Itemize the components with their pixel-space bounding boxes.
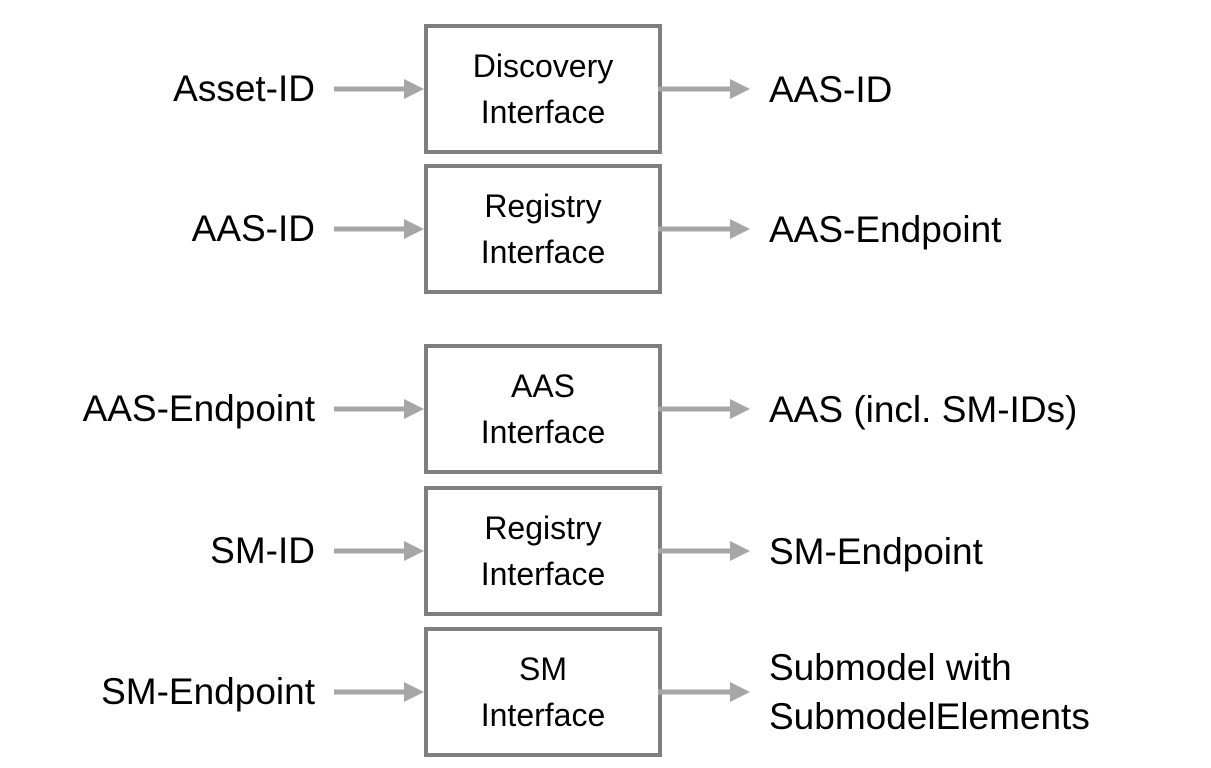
- interface-suffix: Interface: [480, 697, 606, 733]
- output-label: AAS (incl. SM-IDs): [769, 388, 1078, 430]
- flow-row-aas-registry: AAS-ID Registry Interface AAS-Endpoint: [0, 164, 1211, 294]
- input-label: Asset-ID: [173, 68, 315, 109]
- arrow-right-icon: [334, 79, 424, 99]
- interface-name: Registry: [484, 188, 602, 224]
- flow-row-discovery: Asset-ID Discovery Interface AAS-ID: [0, 24, 1211, 154]
- interface-box-aas: AAS Interface: [424, 344, 662, 474]
- arrow-right-icon: [658, 219, 750, 239]
- interface-box-registry: Registry Interface: [424, 486, 662, 616]
- output-label: Submodel with SubmodelElements: [769, 647, 1090, 737]
- arrow-right-icon: [658, 79, 750, 99]
- arrow-right-icon: [658, 399, 750, 419]
- interface-name: AAS: [510, 368, 576, 404]
- interface-box-discovery: Discovery Interface: [424, 24, 662, 154]
- arrow-right-icon: [658, 541, 750, 561]
- input-label: SM-ID: [210, 530, 315, 571]
- flow-row-sm: SM-Endpoint SM Interface Submodel with S…: [0, 627, 1211, 757]
- interface-name: SM: [519, 651, 567, 687]
- arrow-right-icon: [658, 682, 750, 702]
- interface-box-sm: SM Interface: [424, 627, 662, 757]
- interface-box-registry: Registry Interface: [424, 164, 662, 294]
- input-label: SM-Endpoint: [101, 671, 315, 712]
- output-label: AAS-ID: [769, 68, 893, 110]
- interface-name: Discovery: [472, 48, 614, 84]
- arrow-right-icon: [334, 219, 424, 239]
- output-label: AAS-Endpoint: [769, 208, 1002, 250]
- interface-suffix: Interface: [480, 414, 606, 450]
- flow-row-sm-registry: SM-ID Registry Interface SM-Endpoint: [0, 486, 1211, 616]
- input-label: AAS-ID: [191, 208, 315, 249]
- interface-suffix: Interface: [480, 94, 606, 130]
- arrow-right-icon: [334, 399, 424, 419]
- flow-row-aas: AAS-Endpoint AAS Interface AAS (incl. SM…: [0, 344, 1211, 474]
- input-label: AAS-Endpoint: [82, 388, 315, 429]
- output-label: SM-Endpoint: [769, 530, 983, 572]
- interface-suffix: Interface: [480, 234, 606, 270]
- interface-suffix: Interface: [480, 556, 606, 592]
- interface-name: Registry: [484, 510, 602, 546]
- arrow-right-icon: [334, 541, 424, 561]
- arrow-right-icon: [334, 682, 424, 702]
